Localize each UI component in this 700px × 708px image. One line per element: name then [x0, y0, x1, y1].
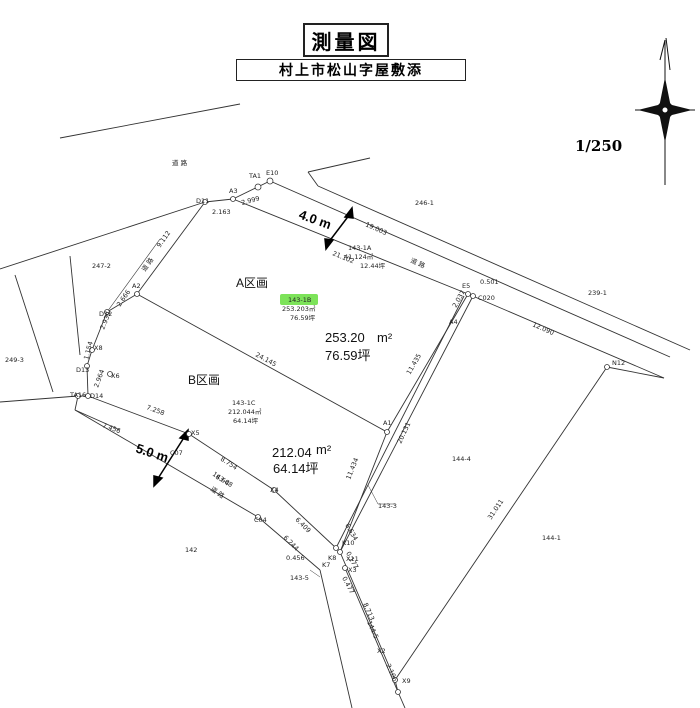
parcel-143-5: 143-5 — [290, 574, 309, 582]
point-X2: X2 — [377, 647, 386, 655]
parcel-143-3: 143-3 — [378, 502, 397, 510]
lot-b-area: 212.04 — [272, 445, 312, 460]
scale-label: 1/250 — [575, 137, 623, 155]
parcel-144-1: 144-1 — [542, 534, 561, 542]
lot-a-area: 253.20 — [325, 330, 365, 345]
svg-text:143-1A: 143-1A — [348, 244, 372, 252]
road-edge-top — [59, 103, 241, 139]
svg-text:8.754: 8.754 — [219, 455, 239, 472]
point-C020: C020 — [478, 294, 495, 302]
road-label: 道 路 — [409, 256, 427, 271]
point-C07: C07 — [170, 449, 183, 457]
point-X11: X11 — [346, 555, 359, 563]
svg-text:6.244: 6.244 — [282, 534, 301, 553]
station-labels: TA1 E10 A3 D11 E5 C020 A4 A2 D12 X8 D13 … — [69, 169, 625, 685]
map-title: 測量図 — [303, 23, 389, 57]
point-K7: K7 — [322, 561, 330, 569]
road-edge-ne — [307, 157, 371, 173]
point-N12: N12 — [612, 359, 625, 367]
point-X3: X3 — [348, 566, 357, 574]
lot-a-unit: m² — [377, 330, 393, 345]
svg-text:7.258: 7.258 — [145, 403, 165, 417]
road-width-north: 4.0 m — [297, 207, 333, 232]
point-X4: X4 — [270, 486, 279, 494]
point-K10: K10 — [342, 539, 355, 547]
lot-b-name: B区画 — [188, 373, 220, 387]
svg-text:64.14坪: 64.14坪 — [233, 417, 259, 425]
svg-text:24.145: 24.145 — [254, 351, 278, 369]
parcel-143-1b: 143-1B 253.203㎡ 76.59坪 — [282, 296, 316, 322]
svg-text:253.203㎡: 253.203㎡ — [282, 304, 316, 313]
svg-text:212.044㎡: 212.044㎡ — [228, 407, 262, 416]
svg-text:11.435: 11.435 — [405, 352, 423, 376]
point-K8: K8 — [328, 554, 336, 562]
point-D12: D12 — [99, 310, 112, 318]
point-D13: D13 — [76, 366, 89, 374]
svg-text:19.003: 19.003 — [364, 221, 388, 238]
svg-text:0.456: 0.456 — [286, 554, 305, 562]
point-A4: A4 — [449, 318, 458, 326]
svg-text:143-1C: 143-1C — [232, 399, 256, 407]
parcel-144-4: 144-4 — [452, 455, 471, 463]
point-A3: A3 — [229, 187, 238, 195]
svg-text:0.477: 0.477 — [340, 575, 356, 595]
svg-text:2.106: 2.106 — [384, 663, 399, 683]
svg-text:9.112: 9.112 — [155, 229, 172, 249]
station-marker — [254, 183, 262, 191]
svg-text:2.964: 2.964 — [92, 368, 106, 388]
point-X9: X9 — [402, 677, 411, 685]
svg-text:143-1B: 143-1B — [288, 296, 311, 304]
point-A2: A2 — [132, 282, 141, 290]
point-D14: D14 — [90, 392, 103, 400]
parcel-142: 142 — [185, 546, 197, 554]
parcel-143-1c: 143-1C 212.044㎡ 64.14坪 — [228, 399, 262, 425]
lot-a-name: A区画 — [236, 276, 268, 290]
svg-text:31.011: 31.011 — [486, 498, 505, 521]
svg-text:12.44坪: 12.44坪 — [360, 262, 386, 270]
road-width-south: 5.0 m — [134, 441, 170, 466]
parcel-239-1: 239-1 — [588, 289, 607, 297]
lot-a-tsubo: 76.59坪 — [325, 348, 371, 363]
parcel-143-1a: 143-1A 41.124㎡ 12.44坪 — [344, 244, 386, 270]
svg-text:7.456: 7.456 — [101, 421, 121, 435]
svg-text:6.409: 6.409 — [294, 516, 313, 535]
svg-text:2.999: 2.999 — [240, 194, 260, 207]
lot-b-unit: m² — [316, 442, 332, 457]
lot-b-tsubo: 64.14坪 — [273, 461, 319, 476]
svg-text:41.124㎡: 41.124㎡ — [344, 252, 374, 261]
point-D11: D11 — [196, 197, 209, 205]
parcel-246-1: 246-1 — [415, 199, 434, 207]
point-X8: X8 — [94, 344, 103, 352]
point-A1: A1 — [383, 419, 392, 427]
point-TA1: TA1 — [248, 172, 261, 180]
address-label: 村上市松山字屋敷添 — [236, 59, 466, 81]
parcel-144-5: 144-5 — [365, 620, 380, 641]
svg-text:76.59坪: 76.59坪 — [290, 314, 316, 322]
road-label: 道 路 — [209, 484, 227, 500]
point-X5: X5 — [191, 429, 200, 437]
point-C04: C04 — [254, 516, 267, 524]
svg-text:11.434: 11.434 — [344, 457, 360, 481]
svg-text:2.163: 2.163 — [212, 208, 231, 216]
svg-text:0.501: 0.501 — [480, 278, 499, 286]
point-TA16: TA16 — [69, 391, 86, 399]
road-label: 道 路 — [172, 158, 188, 167]
point-X6: X6 — [111, 372, 120, 380]
distance-labels: 2.163 2.999 19.003 21.102 0.501 2.037 12… — [82, 194, 555, 682]
parcel-249-3: 249-3 — [5, 356, 24, 364]
point-E5: E5 — [462, 282, 470, 290]
point-E10: E10 — [266, 169, 278, 177]
north-arrow-icon — [635, 37, 695, 185]
parcel-247-2: 247-2 — [92, 262, 111, 270]
svg-text:20.131: 20.131 — [396, 421, 413, 445]
svg-text:12.090: 12.090 — [531, 321, 555, 338]
